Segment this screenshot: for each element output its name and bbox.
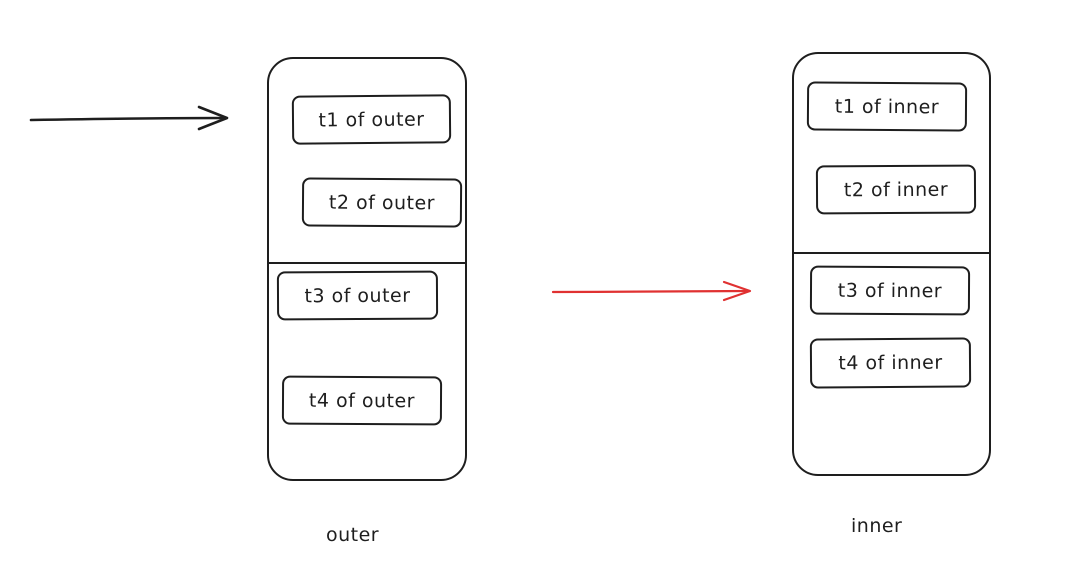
outer-item-t1: t1 of outer [291,94,452,145]
inner-item-t3: t3 of inner [809,265,971,316]
outer-item-t4: t4 of outer [281,375,443,426]
inner-item-t4: t4 of inner [809,337,972,389]
outer-item-t3: t3 of outer [276,270,439,321]
outer-caption: outer [326,524,380,546]
inner-item-t1: t1 of inner [806,81,968,132]
outer-divider [268,262,466,264]
inner-item-t2: t2 of inner [815,164,977,215]
inner-caption: inner [851,515,903,537]
inner-container [792,52,991,476]
inner-divider [793,252,990,254]
outer-container [267,57,467,481]
outer-item-t2: t2 of outer [301,177,463,228]
